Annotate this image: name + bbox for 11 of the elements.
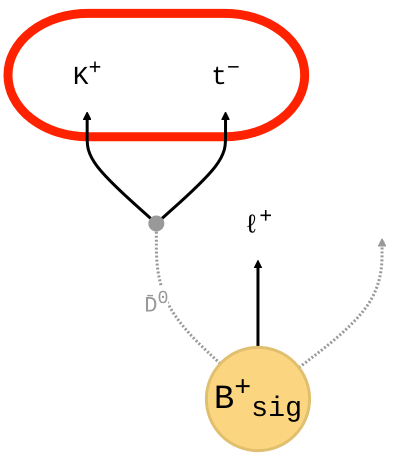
arrow <box>160 111 230 220</box>
connector <box>154 230 222 365</box>
node-text: t$^{−}$ <box>211 56 240 92</box>
node-text: ℓ$^{+}$ <box>244 204 272 240</box>
cluster <box>4 8 310 142</box>
node-text: K$^{+}$ <box>72 56 102 92</box>
arrow <box>298 238 386 369</box>
arrow <box>254 260 262 348</box>
edge-label: D̄$^{0}$ <box>144 288 168 318</box>
node-circle <box>148 216 164 232</box>
arrow <box>82 111 152 220</box>
